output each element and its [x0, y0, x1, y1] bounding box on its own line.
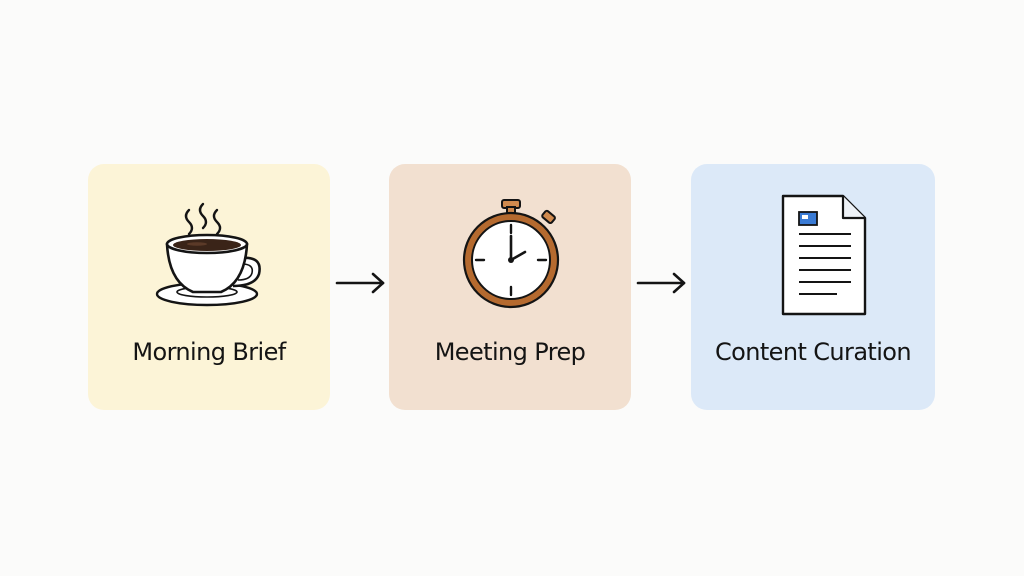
step-label-meeting-prep: Meeting Prep: [434, 338, 586, 366]
arrow-right-icon: [636, 272, 686, 294]
arrow-right-icon: [335, 272, 385, 294]
step-card-content-curation: Content Curation: [691, 164, 935, 410]
step-card-meeting-prep: Meeting Prep: [389, 164, 631, 410]
stopwatch-icon: [389, 164, 631, 324]
document-icon: [691, 164, 935, 324]
step-label-morning-brief: Morning Brief: [132, 338, 286, 366]
step-label-content-curation: Content Curation: [715, 338, 912, 366]
step-card-morning-brief: Morning Brief: [88, 164, 330, 410]
coffee-cup-icon: [88, 164, 330, 324]
